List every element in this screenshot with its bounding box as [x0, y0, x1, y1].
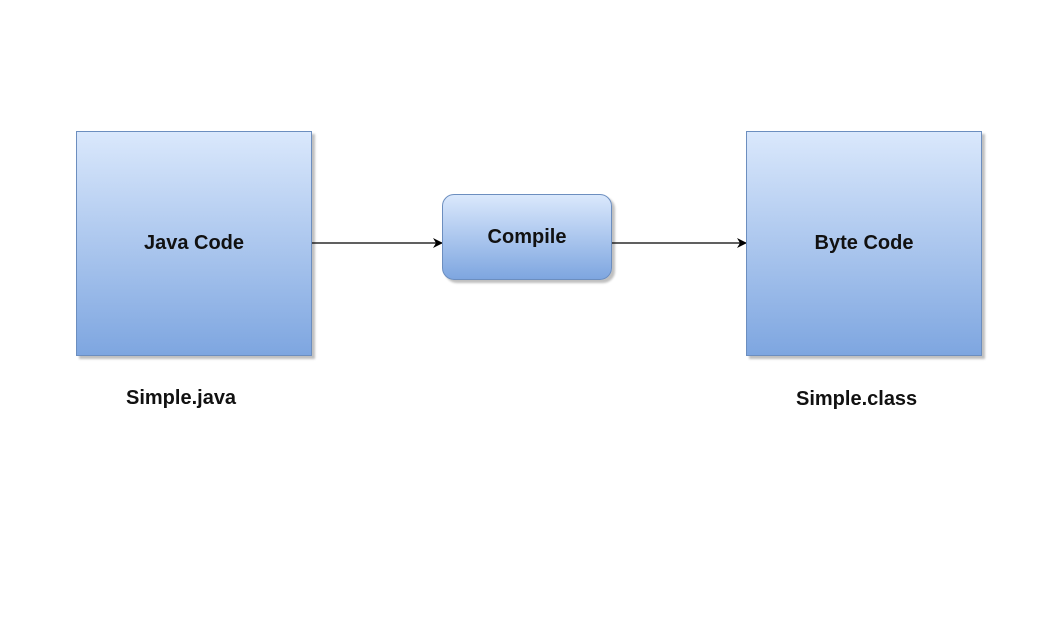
java-code-node: Java Code: [76, 131, 312, 356]
java-code-label: Java Code: [143, 232, 245, 254]
byte-code-label: Byte Code: [814, 232, 914, 254]
class-file-caption: Simple.class: [796, 388, 918, 410]
byte-code-node: Byte Code: [746, 131, 982, 356]
java-file-caption: Simple.java: [126, 387, 237, 409]
compile-node: Compile: [442, 194, 612, 280]
compile-label: Compile: [487, 225, 567, 248]
